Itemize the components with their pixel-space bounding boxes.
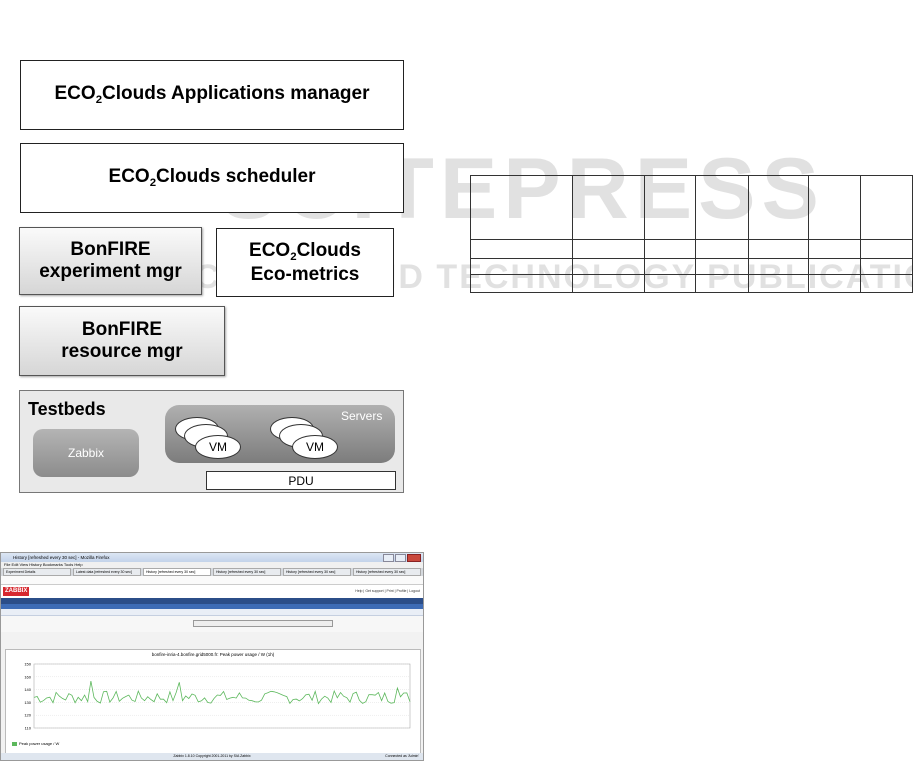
tab-history-3[interactable]: History [refreshed every 30 sec] <box>283 568 351 576</box>
applications-manager-box: ECO2Clouds Applications manager <box>20 60 404 130</box>
filter-bar <box>1 609 423 616</box>
legend-swatch <box>12 741 17 746</box>
data-table <box>470 175 913 293</box>
y-tick-label: 120 <box>24 713 31 718</box>
maximize-icon[interactable] <box>395 554 406 562</box>
timeline-controls <box>1 616 423 632</box>
tab-latest-data[interactable]: Latest data [refreshed every 30 sec] <box>73 568 141 576</box>
zabbix-logo: ZABBIX <box>3 587 30 596</box>
plot-frame <box>33 663 411 729</box>
zabbix-node: Zabbix <box>33 429 139 477</box>
y-tick-label: 130 <box>24 700 31 705</box>
url-bar[interactable] <box>1 576 423 585</box>
zabbix-footer: Zabbix 1.8.10 Copyright 2001-2011 by SIA… <box>1 753 423 760</box>
servers-label: Servers <box>341 409 383 423</box>
power-chart: bonfire-inria-4.bonfire.grid5000.fr: Pea… <box>5 649 421 755</box>
browser-menubar: File Edit View History Bookmarks Tools H… <box>1 562 423 568</box>
header-links[interactable]: Help | Get support | Print | Profile | L… <box>355 589 420 593</box>
scheduler-box: ECO2Clouds scheduler <box>20 143 404 213</box>
tab-history-2[interactable]: History [refreshed every 30 sec] <box>213 568 281 576</box>
zabbix-navbar[interactable] <box>1 598 423 604</box>
pdu-box: PDU <box>206 471 396 490</box>
testbeds-title: Testbeds <box>28 399 106 419</box>
testbeds-box: Testbeds Zabbix Servers VM VM PDU <box>19 390 404 493</box>
tab-experiment-details[interactable]: Experiment Details <box>3 568 71 576</box>
y-tick-label: 140 <box>24 687 31 692</box>
browser-tabs: Experiment Details Latest data [refreshe… <box>1 568 423 576</box>
vm-front-1: VM <box>195 435 241 459</box>
time-scrollbar[interactable] <box>193 620 333 627</box>
window-titlebar: History [refreshed every 30 sec] - Mozil… <box>1 553 423 562</box>
y-tick-label: 150 <box>24 662 31 667</box>
chart-title: bonfire-inria-4.bonfire.grid5000.fr: Pea… <box>151 652 275 657</box>
y-tick-label: 160 <box>24 674 31 679</box>
zabbix-screenshot: History [refreshed every 30 sec] - Mozil… <box>0 552 424 761</box>
chart-legend: Peak power usage / W <box>12 741 59 746</box>
vm-front-2: VM <box>292 435 338 459</box>
tab-history-4[interactable]: History [refreshed every 30 sec] <box>353 568 421 576</box>
zabbix-subnav[interactable] <box>1 604 423 609</box>
tab-history-1[interactable]: History [refreshed every 30 sec] <box>143 568 211 576</box>
power-series-line <box>33 681 411 705</box>
close-icon[interactable] <box>407 554 421 562</box>
y-tick-label: 110 <box>25 726 32 731</box>
minimize-icon[interactable] <box>383 554 394 562</box>
chart-svg: 150 160 140 130 120 110 <box>24 662 411 731</box>
zabbix-header: ZABBIX Help | Get support | Print | Prof… <box>1 585 423 598</box>
